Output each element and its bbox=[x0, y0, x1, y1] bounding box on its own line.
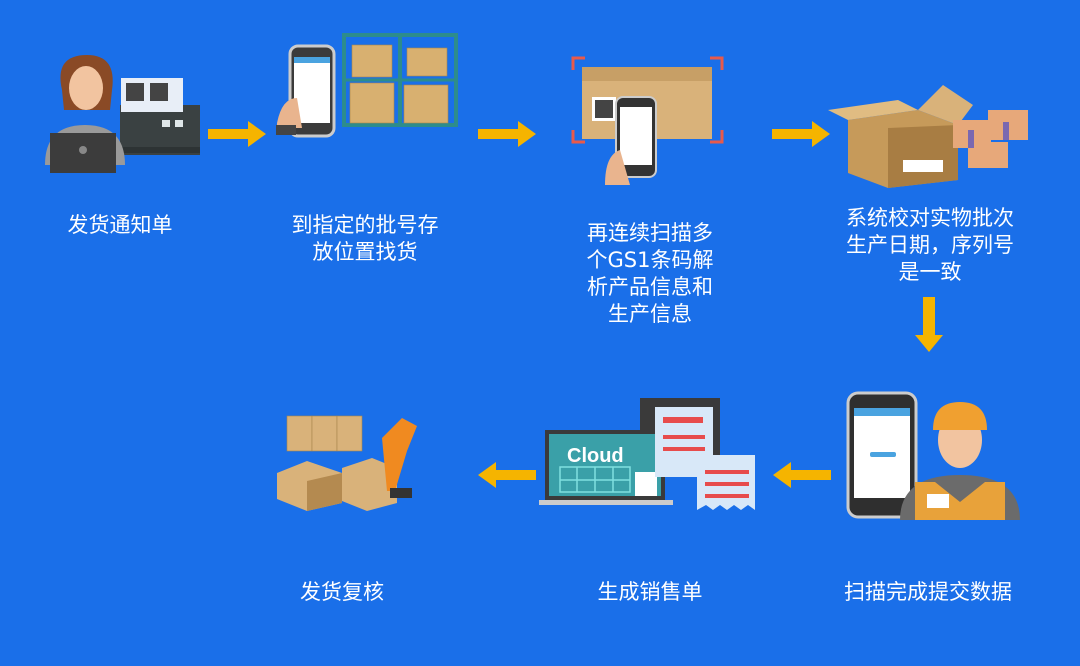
step-label-submit: 扫描完成提交数据 bbox=[844, 579, 1012, 606]
arrow-right-icon bbox=[772, 121, 830, 147]
arrow-left-icon bbox=[773, 462, 831, 488]
cloud-text: Cloud bbox=[567, 445, 624, 467]
label-line: 发货通知单 bbox=[67, 213, 173, 237]
label-line: 生产信息 bbox=[608, 302, 692, 326]
label-line: 到指定的批号存 bbox=[291, 213, 439, 237]
label-line: 是一致 bbox=[898, 260, 962, 284]
step-label-verify: 系统校对实物批次生产日期，序列号是一致 bbox=[846, 205, 1014, 286]
worker-handheld-icon bbox=[846, 391, 1020, 520]
arrow-right-icon bbox=[478, 121, 536, 147]
label-line: 放位置找货 bbox=[312, 240, 418, 264]
step-label-find-goods: 到指定的批号存放位置找货 bbox=[292, 212, 439, 266]
arrow-right-icon bbox=[208, 121, 266, 147]
person-laptop-printer-icon bbox=[45, 55, 200, 173]
open-box-icon bbox=[828, 85, 1028, 188]
scan-box-icon bbox=[571, 56, 724, 185]
step-label-sales-order: 生成销售单 bbox=[598, 579, 703, 606]
arrow-down-icon bbox=[915, 297, 943, 352]
handheld-warehouse-shelf-icon bbox=[276, 33, 458, 138]
label-line: 系统校对实物批次 bbox=[846, 206, 1014, 230]
label-line: 个GS1条码解 bbox=[586, 248, 714, 272]
cloud-laptop-receipt-icon: Cloud bbox=[539, 398, 755, 510]
label-line: 发货复核 bbox=[300, 580, 384, 604]
label-line: 扫描完成提交数据 bbox=[844, 580, 1012, 604]
arrow-left-icon bbox=[478, 462, 536, 488]
label-line: 生成销售单 bbox=[597, 580, 703, 604]
label-line: 再连续扫描多 bbox=[587, 221, 713, 245]
step-label-shipping-notice: 发货通知单 bbox=[68, 212, 173, 239]
robot-arm-boxes-icon bbox=[277, 415, 417, 511]
step-label-scan-gs1: 再连续扫描多个GS1条码解析产品信息和生产信息 bbox=[587, 220, 714, 328]
label-line: 生产日期，序列号 bbox=[846, 233, 1014, 257]
label-line: 析产品信息和 bbox=[587, 275, 713, 299]
step-label-review: 发货复核 bbox=[300, 579, 384, 606]
